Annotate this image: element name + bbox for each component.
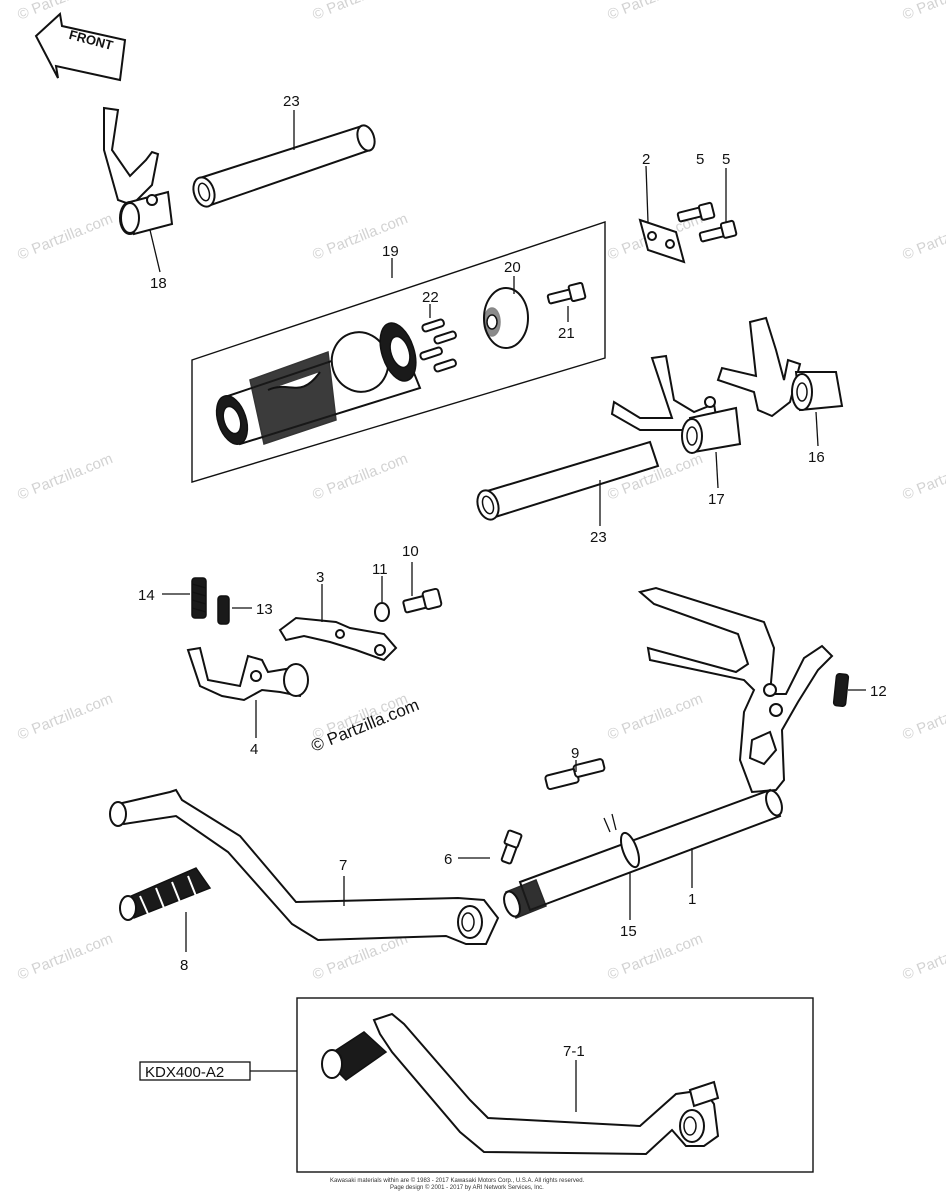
watermark-tile: © Partzilla.com [605,0,705,24]
shift-pedal-7 [109,788,500,945]
watermark-tile: © Partzilla.com [310,450,410,504]
callout-23-lower: 23 [590,529,607,546]
shift-fork-18 [103,106,174,236]
group-19-outline [191,221,606,483]
watermark-tile: © Partzilla.com [900,450,946,504]
lever-3 [278,616,398,662]
callout-18: 18 [150,275,167,292]
shift-shaft-1 [503,788,783,919]
cam-plate-20 [483,287,529,349]
spring-12 [832,673,850,707]
callout-5-b: 5 [722,151,730,168]
callout-23-upper: 23 [283,93,300,110]
shift-pedal-7-1 [321,1012,720,1156]
pins-22 [419,318,457,373]
spring-14 [191,577,207,619]
shift-fork-16 [716,316,844,418]
watermark-tile: © Partzilla.com [15,0,115,24]
washer-11 [374,602,390,622]
front-arrow-icon: FRONT [34,12,127,82]
callout-14: 14 [138,587,155,604]
variant-label-group: KDX400-A2 [139,1061,297,1081]
callout-7: 7 [339,857,347,874]
callout-7-1: 7-1 [563,1043,585,1060]
bolt-6 [500,829,523,865]
watermark-tile: © Partzilla.com [15,690,115,744]
shift-rod-23-lower [476,440,660,521]
page-design-line: Page design © 2001 - 2017 by ARI Network… [390,1184,544,1191]
variant-box [296,997,814,1173]
callout-20: 20 [504,259,521,276]
callout-21: 21 [558,325,575,342]
callout-17: 17 [708,491,725,508]
shift-drum-19 [215,322,422,446]
watermark-tile: © Partzilla.com [15,930,115,984]
callout-11: 11 [372,561,388,578]
callout-10: 10 [402,543,419,560]
bolt-21 [546,281,587,305]
callout-13: 13 [256,601,273,618]
callout-3: 3 [316,569,324,586]
watermark-tile: © Partzilla.com [900,930,946,984]
spring-13 [217,595,230,625]
lever-4 [186,646,309,702]
callout-12: 12 [870,683,887,700]
watermark-tile: © Partzilla.com [15,450,115,504]
callout-8: 8 [180,957,188,974]
plate-2 [638,218,686,264]
callout-4: 4 [250,741,258,758]
watermark-tile: © Partzilla.com [15,210,115,264]
watermark-tile: © Partzilla.com [900,690,946,744]
callout-19: 19 [382,243,399,260]
pedal-rubber-8 [119,867,212,921]
watermark-tile: © Partzilla.com [605,690,705,744]
leader-lines [149,110,866,1112]
callout-2: 2 [642,151,650,168]
circlip-15 [603,813,641,869]
callout-1: 1 [688,891,696,908]
watermark-tile: © Partzilla.com [900,0,946,24]
callout-6: 6 [444,851,452,868]
bolts-5 [676,201,738,243]
bolt-10 [402,587,443,614]
bolt-9 [544,758,606,791]
variant-label: KDX400-A2 [145,1064,224,1081]
callout-9: 9 [571,745,579,762]
ratchet-arm [637,586,834,794]
watermark-tile: © Partzilla.com [900,210,946,264]
callout-15: 15 [620,923,637,940]
shift-fork-17 [610,354,742,454]
callout-5-a: 5 [696,151,704,168]
callout-16: 16 [808,449,825,466]
watermark-tile: © Partzilla.com [310,0,410,24]
callout-22: 22 [422,289,439,306]
callouts: 23 18 19 20 22 21 2 5 5 16 17 23 14 13 3… [138,93,887,1060]
copyright-line: Kawasaki materials within are © 1983 - 2… [330,1177,585,1184]
shift-rod-23-upper [192,124,376,208]
